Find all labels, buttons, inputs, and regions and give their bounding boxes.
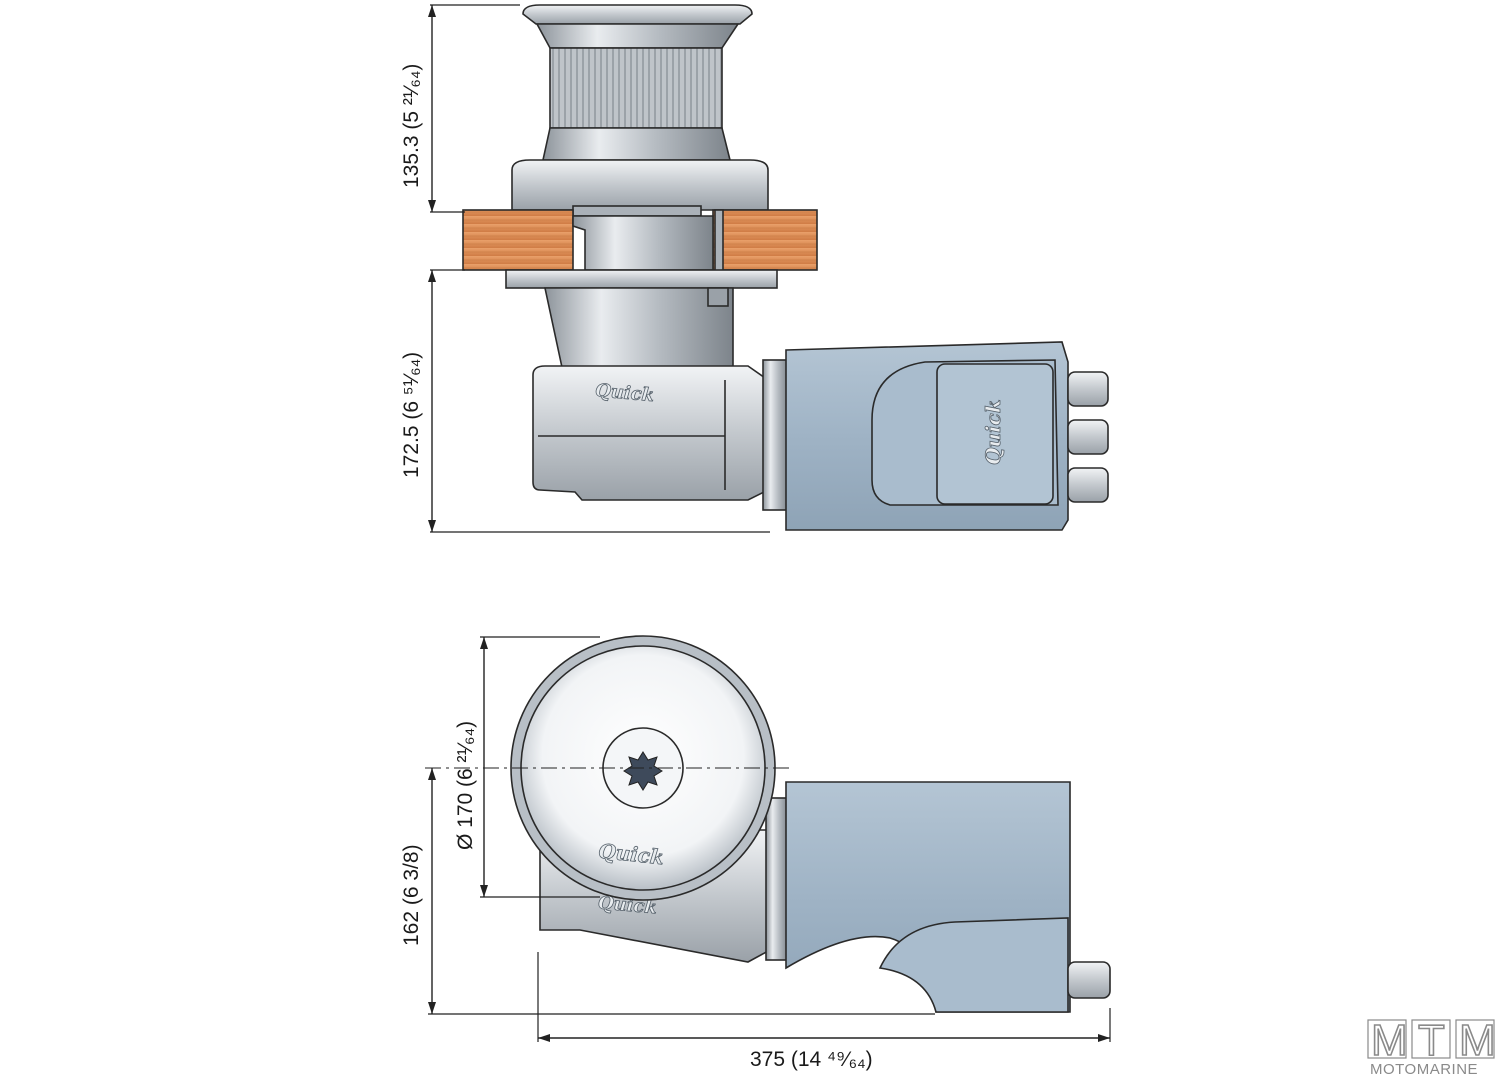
motor-flange xyxy=(762,359,789,511)
dim-drum-diameter: Ø 170 (6 ²¹⁄₆₄) xyxy=(454,721,477,850)
plan-view: Quick Quick Ø 170 (6 ²¹⁄₆₄) 162 (6 3/8) … xyxy=(400,635,1111,1071)
deck-board-right xyxy=(712,209,818,271)
watermark-subtitle: MOTOMARINE xyxy=(1370,1061,1478,1078)
motomarine-watermark: M T M MOTOMARINE xyxy=(1367,1015,1496,1078)
watermark-letter-2: T xyxy=(1418,1016,1445,1065)
capstan-cap xyxy=(522,4,753,25)
mounting-plate xyxy=(505,269,778,289)
motor-terminal-plate xyxy=(936,363,1054,505)
chain-spindle xyxy=(572,205,702,217)
dim-plan-depth: 162 (6 3/8) xyxy=(400,844,423,946)
deck-shaft xyxy=(572,215,714,271)
gearbox-neck xyxy=(544,287,734,373)
watermark-letter-1: M xyxy=(1371,1016,1408,1065)
watermark-letter-3: M xyxy=(1459,1016,1496,1065)
plan-motor-cover xyxy=(878,917,1069,1013)
dim-overall-length: 375 (14 ⁴⁹⁄₆₄) xyxy=(750,1048,873,1071)
capstan-lower-drum xyxy=(542,127,732,161)
dim-body-height: 172.5 (6 ⁵¹⁄₆₄) xyxy=(400,352,423,478)
capstan-base-flange xyxy=(511,159,769,211)
cable-glands xyxy=(1067,371,1109,503)
capstan-ribbed-drum xyxy=(549,47,723,129)
dim-capstan-height: 135.3 (5 ²¹⁄₆₄) xyxy=(400,64,423,188)
plan-cable-gland xyxy=(1067,961,1111,999)
capstan-bell xyxy=(535,23,740,49)
side-view: Quick Quick 135.3 (5 ²¹⁄₆₄) 172.5 (6 ⁵¹⁄… xyxy=(400,4,1109,533)
deck-board-left xyxy=(462,209,574,271)
gearbox-body xyxy=(532,365,769,501)
neck-bolt xyxy=(707,287,729,307)
plan-drum-star xyxy=(623,751,663,791)
plan-motor-flange xyxy=(765,797,789,961)
motor-logo: Quick xyxy=(981,399,1005,465)
deck-stud xyxy=(714,209,724,273)
plan-drum-logo: Quick xyxy=(597,839,665,870)
